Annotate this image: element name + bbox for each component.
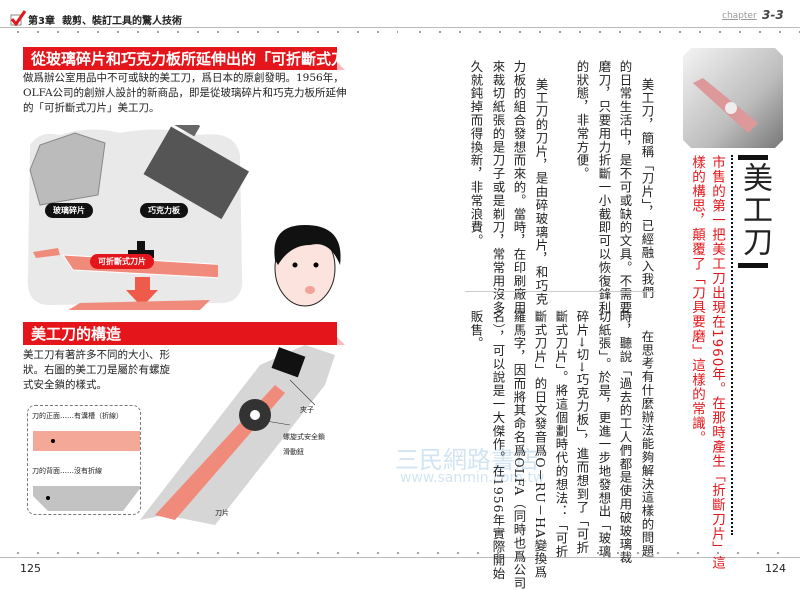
- summary-column: 市售的第一把美工刀出現在1960年。在那時產生「折斷刀片」這: [709, 155, 725, 571]
- blade-part-label: 刀片: [215, 509, 229, 517]
- front-label: 刀的正面……有溝槽（折線）: [32, 412, 123, 420]
- blade-illustration: 可折斷式刀片: [28, 240, 229, 280]
- structure-line: 美工刀有著許多不同的大小、形: [23, 349, 170, 361]
- checkmark-icon: [10, 10, 27, 27]
- header-dots: [410, 31, 800, 33]
- summary-column: 樣的構思，顛覆了「刀具要磨」這樣的常識。: [689, 155, 705, 445]
- body-column: 的日常生活中，是不可或缺的文具。不需要: [618, 60, 633, 315]
- chapter-word: chapter: [722, 11, 757, 21]
- clip-label: 夾子: [300, 406, 314, 414]
- intro-line: 的「可折斷式刀片」美工刀。: [23, 102, 160, 114]
- body-divider: [465, 291, 655, 292]
- section-heading: 從玻璃碎片和巧克力板所延伸出的「可折斷式刀片」: [23, 47, 376, 70]
- section-heading: 美工刀的構造: [23, 322, 345, 345]
- intro-line: OLFA公司的創辦人設計的新商品，即是從玻璃碎片和巧克力板所延伸: [23, 87, 347, 99]
- header-rule: [400, 27, 800, 28]
- blade-label: 可折斷式刀片: [90, 254, 154, 269]
- lock-label: 螺旋式安全鎖: [283, 433, 325, 441]
- structure-line: 式安全鎖的樣式。: [23, 379, 107, 391]
- body-column: 販售。: [469, 310, 484, 351]
- chocolate-label: 巧克力板: [140, 203, 188, 218]
- body-column: 來裁切紙張的是刀子或是剃刀，常常用沒多: [491, 60, 506, 315]
- chapter-number: 3-3: [762, 8, 784, 22]
- page-title: 美工刀: [737, 162, 772, 258]
- title-bar: [738, 155, 768, 160]
- back-label: 刀的背面……沒有折線: [32, 467, 102, 475]
- body-column: 力板的組合發想而來的。當時，在印刷廠用: [512, 60, 527, 315]
- body-column: 在思考有什麼辦法能夠解決這樣的問題: [640, 330, 655, 558]
- body-column: 磨刀，只要用力折斷一小截即可以恢復鋒利: [597, 60, 612, 315]
- intro-line: 做爲辦公室用品中不可或缺的美工刀，爲日本的原創發明。1956年，: [23, 72, 344, 84]
- body-column: 美工刀的刀片，是由碎玻璃片，和巧克: [534, 78, 549, 306]
- chapter-title: 裁剪、裝訂工具的驚人技術: [62, 16, 182, 27]
- slider-label: 滑動鈕: [283, 448, 304, 456]
- chapter-label: 第3章: [28, 16, 55, 27]
- body-column: 的狀態，非常方便。: [575, 60, 590, 181]
- dotted-divider: [731, 155, 733, 535]
- face-illustration: [274, 225, 341, 307]
- page-number-right: 124: [765, 562, 786, 575]
- body-column: 時，聽說「過去的工人們都是使用破玻璃裁: [618, 310, 633, 565]
- cutter-diagram: [135, 345, 345, 525]
- footer-dots: [8, 552, 792, 554]
- body-column: 久就鈍掉而得換新，非常浪費。: [469, 60, 484, 248]
- structure-line: 狀。右圖的美工刀是屬於有螺旋: [23, 364, 170, 376]
- page-number-left: 125: [20, 562, 41, 575]
- invention-illustration: 玻璃碎片 巧克力板: [20, 108, 350, 315]
- header-dots: [8, 31, 398, 33]
- glass-shard: [29, 132, 106, 206]
- body-column: 切紙張」。於是，更進一步地發想出「玻璃: [597, 310, 612, 559]
- body-column: 羅馬字，因而將其命名爲OLFA（同時也爲公司: [512, 310, 527, 590]
- cutter-photo: [683, 48, 783, 148]
- watermark: 三民網路書店 www.sanmin.com.tw: [395, 446, 545, 486]
- body-column: 斷式刀片」的日文發音爲O－RU－HA變換爲: [533, 310, 548, 580]
- title-bar: [738, 263, 768, 268]
- footer-rule: [0, 557, 800, 558]
- arrow-down: [126, 277, 158, 307]
- header-rule: [0, 27, 400, 28]
- glass-label: 玻璃碎片: [45, 203, 93, 218]
- body-column: 美工刀，簡稱「刀片」，已經融入我們: [640, 78, 655, 300]
- blade-inset: 刀的正面……有溝槽（折線） 刀的背面……沒有折線: [27, 405, 141, 515]
- body-column: 碎片→切→巧克力板」，進而想到了「可折: [575, 310, 590, 555]
- body-column: 名），可以說是一大傑作。在1956年實際開始: [491, 310, 506, 581]
- body-column: 斷式刀片」。將這個劃時代的想法：「可折: [554, 310, 569, 559]
